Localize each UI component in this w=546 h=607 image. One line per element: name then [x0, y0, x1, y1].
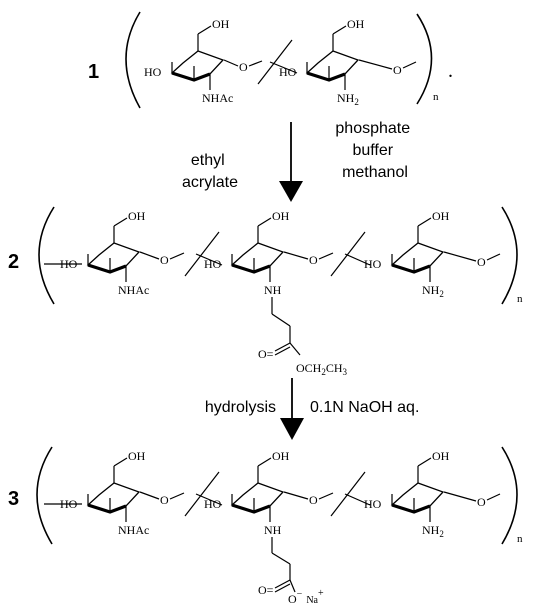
ester-side-chain: O= OCH2CH3	[258, 297, 348, 377]
oh-label: OH	[272, 209, 290, 223]
amine-label: NH	[264, 523, 282, 537]
sugar-unit: OH HO NH	[204, 209, 290, 297]
carbonyl-label: O=	[258, 347, 274, 361]
ho-label: HO	[364, 257, 382, 271]
glycosidic-bond	[169, 492, 185, 500]
terminal-oxygen: O	[477, 255, 486, 269]
repeat-subscript: n	[433, 91, 439, 103]
terminal-oxygen: O	[477, 495, 486, 509]
sugar-unit: OH HO NHAc	[60, 209, 149, 297]
glycosidic-bond	[344, 253, 371, 266]
step-label-left: hydrolysis	[205, 399, 276, 416]
amine-label: NH2	[422, 283, 444, 299]
carboxylate-label: O−Na+	[288, 588, 324, 606]
glycosidic-bond	[139, 491, 160, 500]
trailing-period: .	[448, 60, 453, 82]
amine-label: NH2	[337, 91, 359, 107]
carbonyl-label: O=	[258, 583, 274, 597]
compound-2: 2 n OH HO NHAc O OH HO NH O OH HO	[8, 206, 523, 377]
ho-label: HO	[60, 257, 78, 271]
bridge-oxygen: O	[309, 493, 318, 507]
chain-break-slash	[330, 471, 366, 517]
glycosidic-bond	[223, 59, 239, 67]
arrow-head	[280, 418, 304, 440]
reagent-right: phosphate buffer methanol	[335, 120, 414, 181]
oh-label: OH	[128, 449, 146, 463]
right-paren	[501, 206, 518, 305]
terminal-oxygen: O	[393, 63, 402, 77]
glycosidic-bond	[443, 491, 477, 502]
glycosidic-bond	[139, 251, 160, 260]
sugar-unit: OH HO NHAc	[60, 449, 149, 537]
glycosidic-bond	[169, 252, 185, 260]
reaction-step-2: hydrolysis 0.1N NaOH aq.	[205, 378, 419, 440]
ho-label: HO	[204, 257, 222, 271]
glycosidic-bond	[318, 252, 334, 260]
compound-number: 3	[8, 488, 19, 510]
oh-label: OH	[432, 209, 450, 223]
amine-label: NHAc	[118, 523, 149, 537]
reaction-step-1: ethyl acrylate phosphate buffer methanol	[182, 120, 414, 202]
ho-label: HO	[60, 497, 78, 511]
compound-1: 1 n . OH HO NHAc O OH HO NH2 O	[88, 11, 453, 109]
sugar-unit: OH HO NHAc	[144, 17, 233, 105]
glycosidic-bond	[283, 491, 309, 500]
glycosidic-bond	[358, 59, 393, 70]
compound-number: 1	[88, 61, 99, 83]
repeat-subscript: n	[517, 293, 523, 305]
amine-label: NH2	[422, 523, 444, 539]
glycosidic-bond	[344, 493, 371, 506]
ho-label: HO	[279, 65, 297, 79]
ho-label: HO	[364, 497, 382, 511]
chain-break-slash	[330, 231, 366, 277]
glycosidic-bond	[443, 251, 477, 262]
amine-label: NHAc	[118, 283, 149, 297]
glycosidic-bond	[195, 253, 223, 266]
glycosidic-bond	[269, 61, 298, 74]
glycosidic-bond	[486, 493, 501, 501]
oh-label: OH	[272, 449, 290, 463]
right-paren	[501, 446, 518, 545]
left-paren	[125, 11, 141, 109]
bridge-oxygen: O	[160, 253, 169, 267]
sugar-unit: OH HO NH2	[364, 209, 450, 299]
chain-break-slash	[184, 231, 220, 277]
compound-number: 2	[8, 251, 19, 273]
step-label-right: 0.1N NaOH aq.	[310, 399, 419, 416]
oh-label: OH	[212, 17, 230, 31]
ester-label: OCH2CH3	[296, 361, 348, 377]
glycosidic-bond	[318, 492, 334, 500]
repeat-subscript: n	[517, 533, 523, 545]
sugar-unit: OH HO NH2	[364, 449, 450, 539]
sugar-unit: OH HO NH	[204, 449, 290, 537]
glycosidic-bond	[195, 493, 223, 506]
oh-label: OH	[432, 449, 450, 463]
chain-break-slash	[257, 39, 293, 85]
left-paren	[36, 446, 53, 545]
carboxylate-side-chain: O= O−Na+	[258, 537, 324, 606]
amine-label: NH	[264, 283, 282, 297]
ho-label: HO	[204, 497, 222, 511]
ho-label: HO	[144, 65, 162, 79]
reagent-left: ethyl acrylate	[182, 152, 238, 191]
glycosidic-bond	[248, 60, 263, 67]
bridge-oxygen: O	[309, 253, 318, 267]
glycosidic-bond	[486, 253, 501, 261]
oh-label: OH	[128, 209, 146, 223]
chain-break-slash	[184, 471, 220, 517]
amine-label: NHAc	[202, 91, 233, 105]
arrow-head	[279, 181, 303, 202]
right-paren	[416, 13, 433, 105]
bridge-oxygen: O	[160, 493, 169, 507]
bridge-oxygen: O	[239, 60, 248, 74]
glycosidic-bond	[402, 61, 417, 69]
sugar-unit: OH HO NH2	[279, 17, 365, 107]
glycosidic-bond	[283, 251, 309, 260]
compound-3: 3 n OH HO NHAc O OH HO NH O OH HO	[8, 446, 523, 606]
oh-label: OH	[347, 17, 365, 31]
left-paren	[38, 206, 55, 305]
